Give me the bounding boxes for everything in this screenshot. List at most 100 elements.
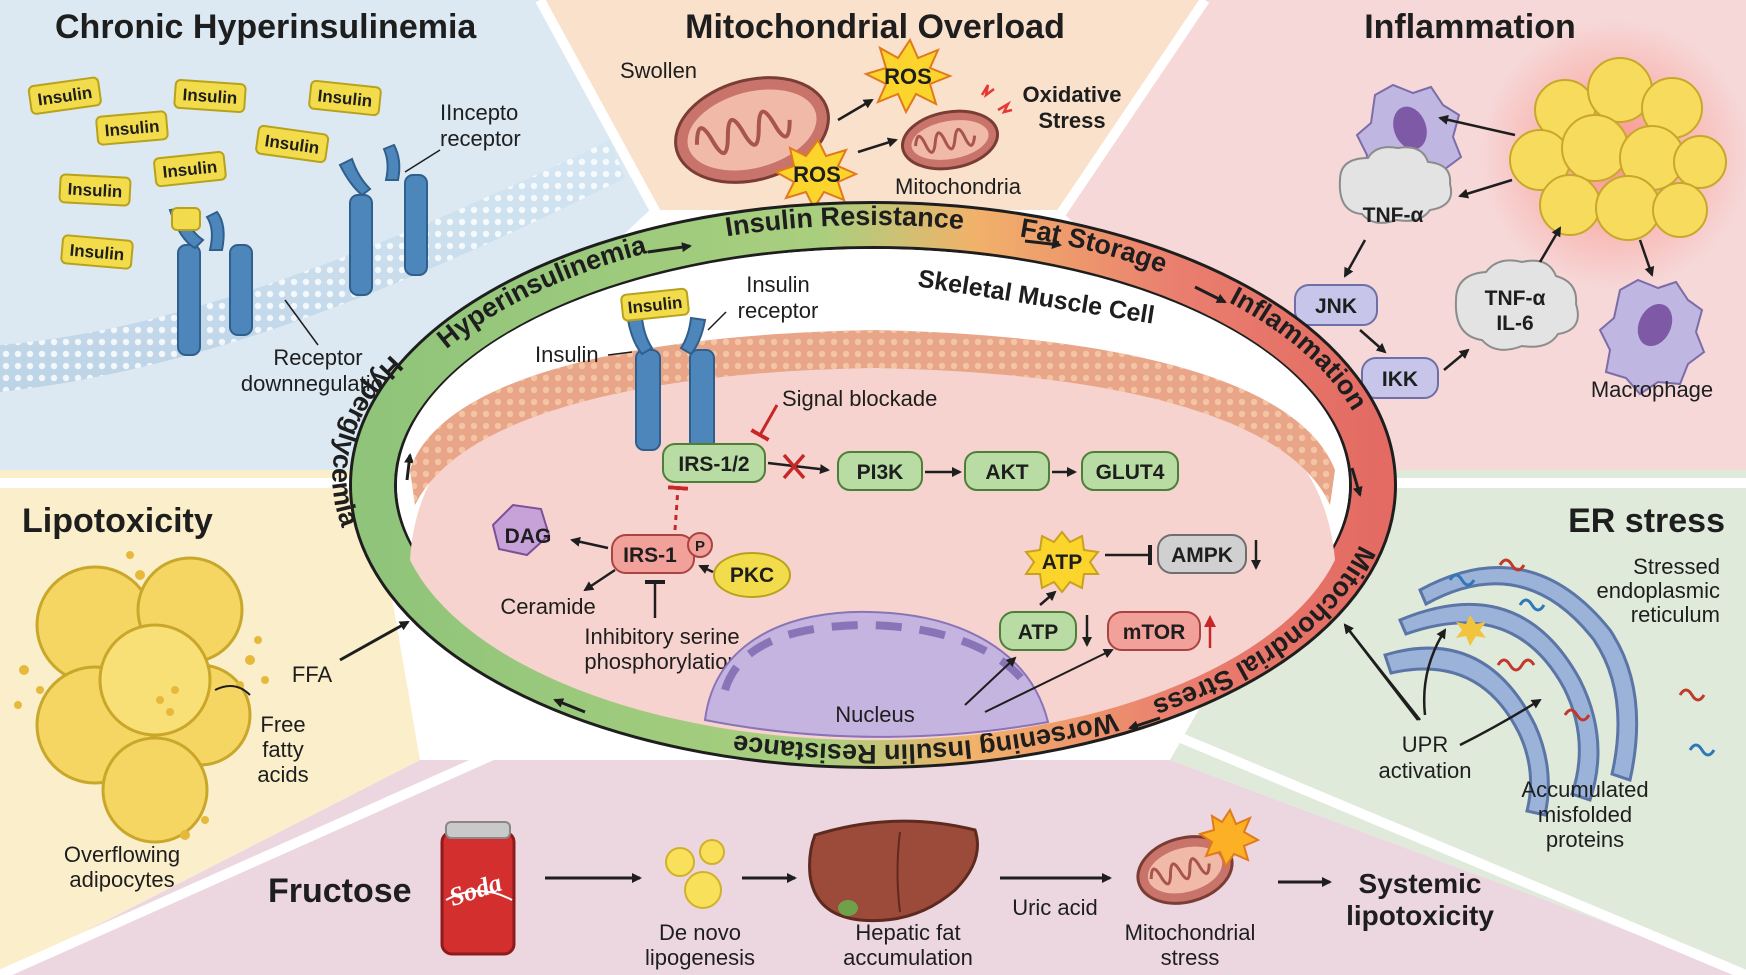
free-fatty-label-line3: acids [257, 762, 308, 787]
signal-blockade-label: Signal blockade [782, 386, 937, 411]
tnf-il6-node: TNF-α IL-6 [1454, 259, 1579, 351]
akt-box [964, 451, 1050, 491]
uric-acid-label: Uric acid [1012, 895, 1098, 920]
oxidative-label-line2: Stress [1038, 108, 1105, 133]
mitochondria-label: Mitochondria [895, 174, 1022, 199]
receptor-label-line1: IIncepto [440, 100, 518, 125]
atp-burst-icon [1024, 530, 1100, 594]
mitochondrion-icon [900, 109, 1000, 171]
stressed-er-label-line2: endoplasmic [1596, 578, 1720, 603]
mito-stress-label-line1: Mitochondrial [1125, 920, 1256, 945]
systemic-label-line1: Systemic [1359, 868, 1482, 899]
irs12-box [662, 443, 766, 483]
pkc-box [713, 552, 791, 598]
receptor-label-line2: receptor [440, 126, 521, 151]
glut4-label: GLUT4 [1096, 461, 1165, 484]
dag-label: DAG [505, 525, 552, 548]
cross-panel-arrows [1343, 623, 1419, 721]
downreg-label-line1: Receptor [273, 345, 362, 370]
stress-burst-icon [1197, 807, 1261, 869]
stress-star-icon [1456, 615, 1486, 646]
pkc-label: PKC [730, 564, 774, 587]
panel-hyperinsulinemia: Chronic Hyperinsulinemia Insulin Insulin [0, 8, 625, 396]
irs-to-pi3k-arrow [767, 461, 830, 475]
tnf-il6-label-line1: TNF-α [1485, 287, 1546, 310]
ffa-label: FFA [292, 662, 333, 687]
ring-band [352, 204, 1394, 766]
pi3k-label: PI3K [857, 461, 904, 484]
atp-box [999, 611, 1077, 651]
irs1-inhibition-dashed [667, 485, 689, 531]
ceramide-label: Ceramide [500, 594, 595, 619]
insulin-tag: Insulin [182, 85, 238, 108]
misfolded-label-line2: misfolded [1538, 802, 1632, 827]
inhibitory-label-line2: phosphorylation [584, 649, 739, 674]
denovo-label-line1: De novo [659, 920, 741, 945]
stressed-er-label-line3: reticulum [1631, 602, 1720, 627]
tnf-label: TNF-α [1363, 204, 1424, 227]
ros-label: ROS [793, 162, 841, 187]
pkc-to-irs1-arrow [698, 564, 714, 574]
macrophage-label: Macrophage [1591, 377, 1713, 402]
free-fatty-acid-leader [214, 685, 251, 696]
panel-title-fructose: Fructose [268, 872, 412, 910]
skeletal-muscle-cell: Skeletal Muscle Cell Insulin Insulin rec… [410, 265, 1335, 741]
liver-icon [808, 819, 979, 923]
soda-can-icon: Soda [440, 821, 516, 956]
panel-title-inflammation: Inflammation [1364, 8, 1576, 46]
irs1-to-dag-arrow [570, 536, 609, 550]
lipid-droplets-icon [665, 839, 725, 909]
swollen-mitochondrion-icon [674, 76, 830, 184]
stressed-er-label-line1: Stressed [1633, 554, 1720, 579]
panel-title-hyperinsulinemia: Chronic Hyperinsulinemia [55, 8, 477, 46]
inhibitory-label-line1: Inhibitory serine [584, 624, 739, 649]
hepatic-label-line2: accumulation [843, 945, 973, 970]
adipocyte-cluster-icon [35, 556, 252, 844]
receptor-icon [229, 244, 253, 336]
glut4-box [1081, 451, 1179, 491]
nucleus-to-mtor-arrow [984, 649, 1114, 713]
endoplasmic-reticulum-icon [1383, 566, 1639, 817]
ros-label: ROS [884, 64, 932, 89]
inflammation-arrows [1343, 114, 1655, 371]
ampk-label: AMPK [1171, 544, 1233, 567]
systemic-label-line2: lipotoxicity [1346, 900, 1494, 931]
jnk-label: JNK [1315, 295, 1357, 318]
insulin-tag: Insulin [104, 117, 160, 141]
misfolded-protein-icon [1496, 558, 1706, 722]
blocked-x-icon [782, 453, 806, 480]
panel-mito-overload: Mitochondrial Overload Swollen ROS ROS O… [620, 8, 1122, 211]
phospho-label: P [695, 538, 705, 555]
panel-inflammation: Inflammation TNF-α JNK IKK TNF-α IL-6 [1294, 8, 1746, 402]
insulin-tags: Insulin Insulin Insulin Insulin Insulin … [27, 76, 382, 270]
panel-title-mito-overload: Mitochondrial Overload [685, 8, 1065, 46]
tnf-il6-label-line2: IL-6 [1496, 312, 1533, 335]
upr-label-line1: UPR [1402, 732, 1448, 757]
panel-title-lipotoxicity: Lipotoxicity [22, 502, 213, 540]
insulin-tag: Insulin [67, 180, 123, 202]
receptor-arm-icon [338, 157, 372, 197]
panel-fructose: Fructose Soda De novo lipogenesis Hepati… [268, 807, 1494, 970]
panel-lipotoxicity: Lipotoxicity FFA Free fatty acids Overfl… [14, 502, 410, 892]
overflow-label-line1: Overflowing [64, 842, 180, 867]
pi3k-box [837, 451, 923, 491]
ffa-arrow [339, 620, 410, 662]
cell-insulin-tag: Insulin [620, 287, 690, 322]
misfolded-label-line1: Accumulated [1521, 777, 1648, 802]
mito-stress-label-line2: stress [1161, 945, 1220, 970]
ring-arrows [404, 239, 1363, 731]
free-fatty-label-line1: Free [260, 712, 305, 737]
downreg-label-line2: downnegulation [241, 371, 395, 396]
nucleus-label: Nucleus [835, 702, 914, 727]
tnf-node: TNF-α [1338, 146, 1452, 227]
insulin-leader [607, 351, 633, 356]
receptor-label-line1: Insulin [746, 272, 810, 297]
receptor-icon [177, 244, 201, 356]
ampk-box [1157, 534, 1247, 574]
mtor-box [1107, 611, 1201, 651]
signal-blockade-inhibitor [750, 404, 779, 442]
receptor-leader [707, 311, 727, 331]
ros-burst-icon [863, 37, 953, 115]
irs1-label: IRS-1 [623, 544, 677, 567]
